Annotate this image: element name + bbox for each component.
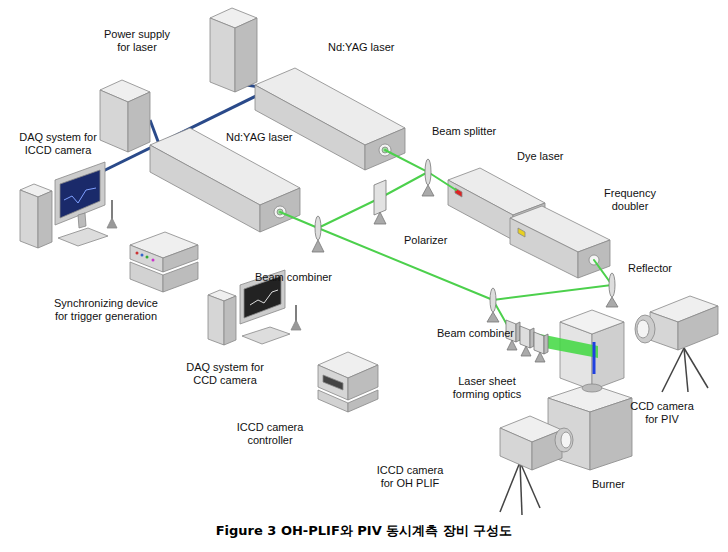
part-label: Reflector (628, 262, 672, 275)
part-label: Beam combiner (437, 327, 514, 340)
part-label: Synchronizing device for trigger generat… (48, 297, 164, 323)
part-label: DAQ system for CCD camera (181, 361, 269, 387)
part-label: CCD camera for PIV (626, 400, 698, 426)
part-label: ICCD camera controller (230, 421, 310, 447)
part-label: Nd:YAG laser (328, 41, 394, 54)
part-label: Dye laser (517, 150, 563, 163)
part-label: Power supply for laser (100, 28, 174, 54)
part-label: Burner (592, 478, 625, 491)
part-label: Beam combiner (255, 271, 332, 284)
part-label: DAQ system for ICCD camera (14, 131, 102, 157)
part-label: Nd:YAG laser (226, 131, 292, 144)
part-label: Laser sheet forming optics (443, 375, 531, 401)
part-label: Polarizer (404, 234, 447, 247)
figure-caption: Figure 3 OH-PLIF와 PIV 동시계측 장비 구성도 (0, 523, 728, 539)
part-label: Frequency doubler (595, 187, 665, 213)
part-label: ICCD camera for OH PLIF (372, 464, 448, 490)
part-label: Beam splitter (432, 125, 496, 138)
